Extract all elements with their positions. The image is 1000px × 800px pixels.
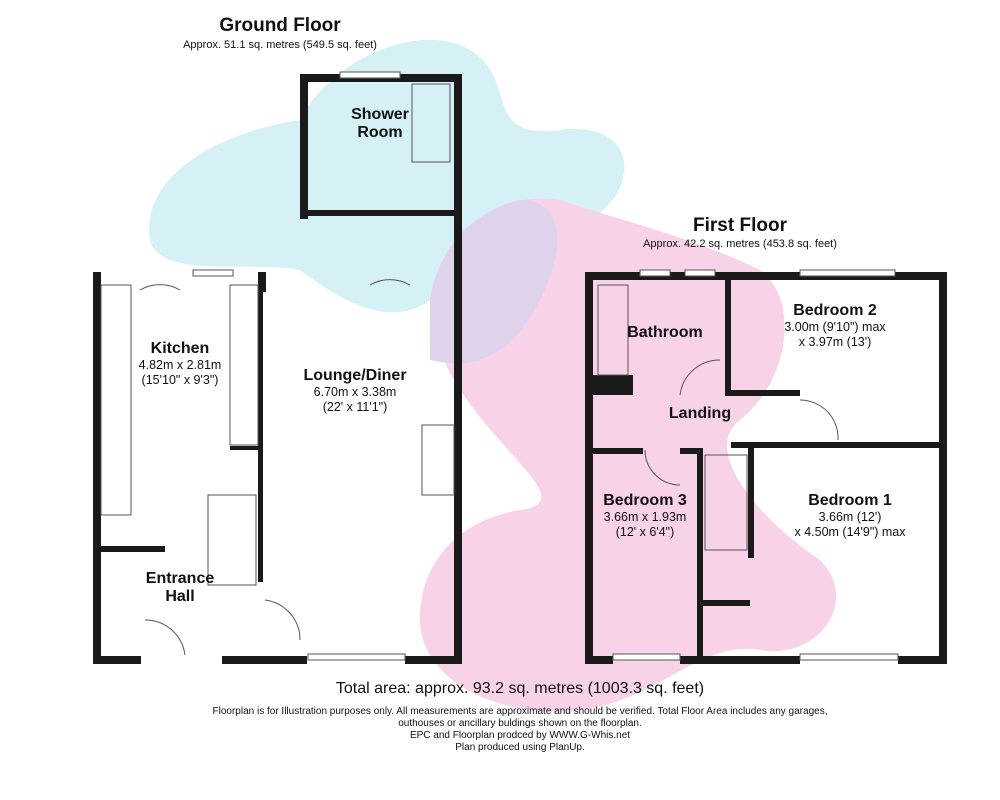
watermark-logo <box>149 39 837 712</box>
room-dimension: x 4.50m (14'9") max <box>794 525 906 539</box>
ground-floor-title: Ground Floor <box>219 15 341 36</box>
room-name: Bedroom 2 <box>793 302 877 319</box>
total-area: Total area: approx. 93.2 sq. metres (100… <box>335 680 705 697</box>
room-name: Bathroom <box>627 324 703 341</box>
room-name: Hall <box>165 588 195 605</box>
room-name: Entrance <box>145 570 215 587</box>
room-landing: Landing <box>650 405 750 423</box>
room-dimension: 3.66m (12') <box>818 510 882 524</box>
room-name: Kitchen <box>150 340 210 357</box>
room-name: Bedroom 1 <box>808 492 892 509</box>
software-line: Plan produced using PlanUp. <box>455 742 585 753</box>
room-dimension: 3.66m x 1.93m <box>603 510 687 524</box>
footer-notes: Floorplan is for Illustration purposes o… <box>150 706 890 754</box>
room-name: Lounge/Diner <box>303 367 407 384</box>
room-bathroom: Bathroom <box>610 324 720 342</box>
first-floor-walls <box>585 272 947 664</box>
room-dimension: 6.70m x 3.38m <box>313 385 397 399</box>
ground-floor-fixtures <box>100 71 455 661</box>
room-name: Room <box>357 124 403 141</box>
first-floor-fixtures <box>597 269 899 661</box>
first-floor-title: First Floor <box>693 215 787 236</box>
room-name: Shower <box>351 106 409 123</box>
room-dimension: (12' x 6'4") <box>615 525 675 539</box>
credit-line: EPC and Floorplan prodced by WWW.G-Whis.… <box>409 730 631 741</box>
room-dimension: (15'10" x 9'3") <box>141 373 219 387</box>
ground-floor-area: Approx. 51.1 sq. metres (549.5 sq. feet) <box>183 39 377 51</box>
disclaimer-line: outhouses or ancillary buldings shown on… <box>398 718 642 729</box>
room-dimension: (22' x 11'1") <box>322 400 388 414</box>
room-name: Bedroom 3 <box>603 492 687 509</box>
room-dimension: 4.82m x 2.81m <box>138 358 222 372</box>
room-dimension: x 3.97m (13') <box>798 335 872 349</box>
disclaimer-line: Floorplan is for Illustration purposes o… <box>212 706 828 717</box>
room-name: Landing <box>668 405 732 422</box>
first-floor-area: Approx. 42.2 sq. metres (453.8 sq. feet) <box>643 238 837 250</box>
room-dimension: 3.00m (9'10") max <box>784 320 886 334</box>
